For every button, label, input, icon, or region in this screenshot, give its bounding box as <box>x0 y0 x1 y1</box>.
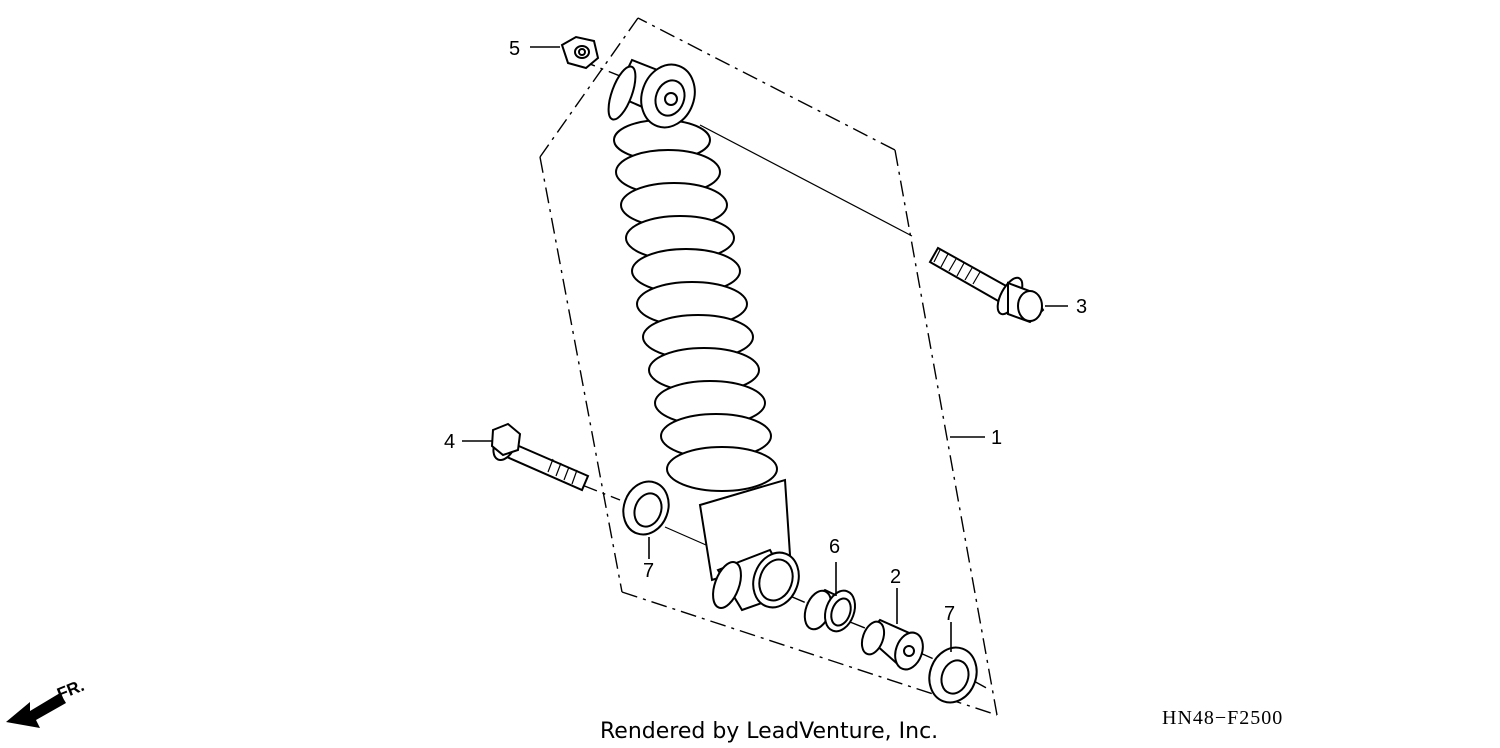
callout-4[interactable]: 4 <box>444 431 455 453</box>
collar[interactable] <box>858 618 928 674</box>
lower-eye <box>712 548 800 612</box>
needle-bearing[interactable] <box>800 586 860 635</box>
dust-seal-left[interactable] <box>616 475 676 541</box>
callout-5[interactable]: 5 <box>509 38 520 60</box>
callout-1[interactable]: 1 <box>991 427 1002 449</box>
callout-7-left[interactable]: 7 <box>643 560 654 582</box>
credit-text: Rendered by LeadVenture, Inc. <box>600 719 938 744</box>
spring-coils <box>613 119 778 492</box>
callout-7-right[interactable]: 7 <box>944 603 955 625</box>
dust-seal-right[interactable] <box>922 641 984 709</box>
front-direction-arrow: FR. <box>6 676 87 728</box>
direction-label: FR. <box>54 676 87 704</box>
shock-absorber[interactable] <box>603 57 806 614</box>
upper-eye <box>607 58 696 129</box>
flange-nut[interactable] <box>560 35 600 70</box>
leader-lines <box>462 46 1068 652</box>
callout-6[interactable]: 6 <box>829 536 840 558</box>
lower-bolt[interactable] <box>489 422 590 492</box>
assembly-outline <box>539 17 998 716</box>
callout-2[interactable]: 2 <box>890 566 901 588</box>
upper-bolt[interactable] <box>928 246 1045 324</box>
diagram-code: HN48−F2500 <box>1162 707 1283 729</box>
callout-3[interactable]: 3 <box>1076 296 1087 318</box>
